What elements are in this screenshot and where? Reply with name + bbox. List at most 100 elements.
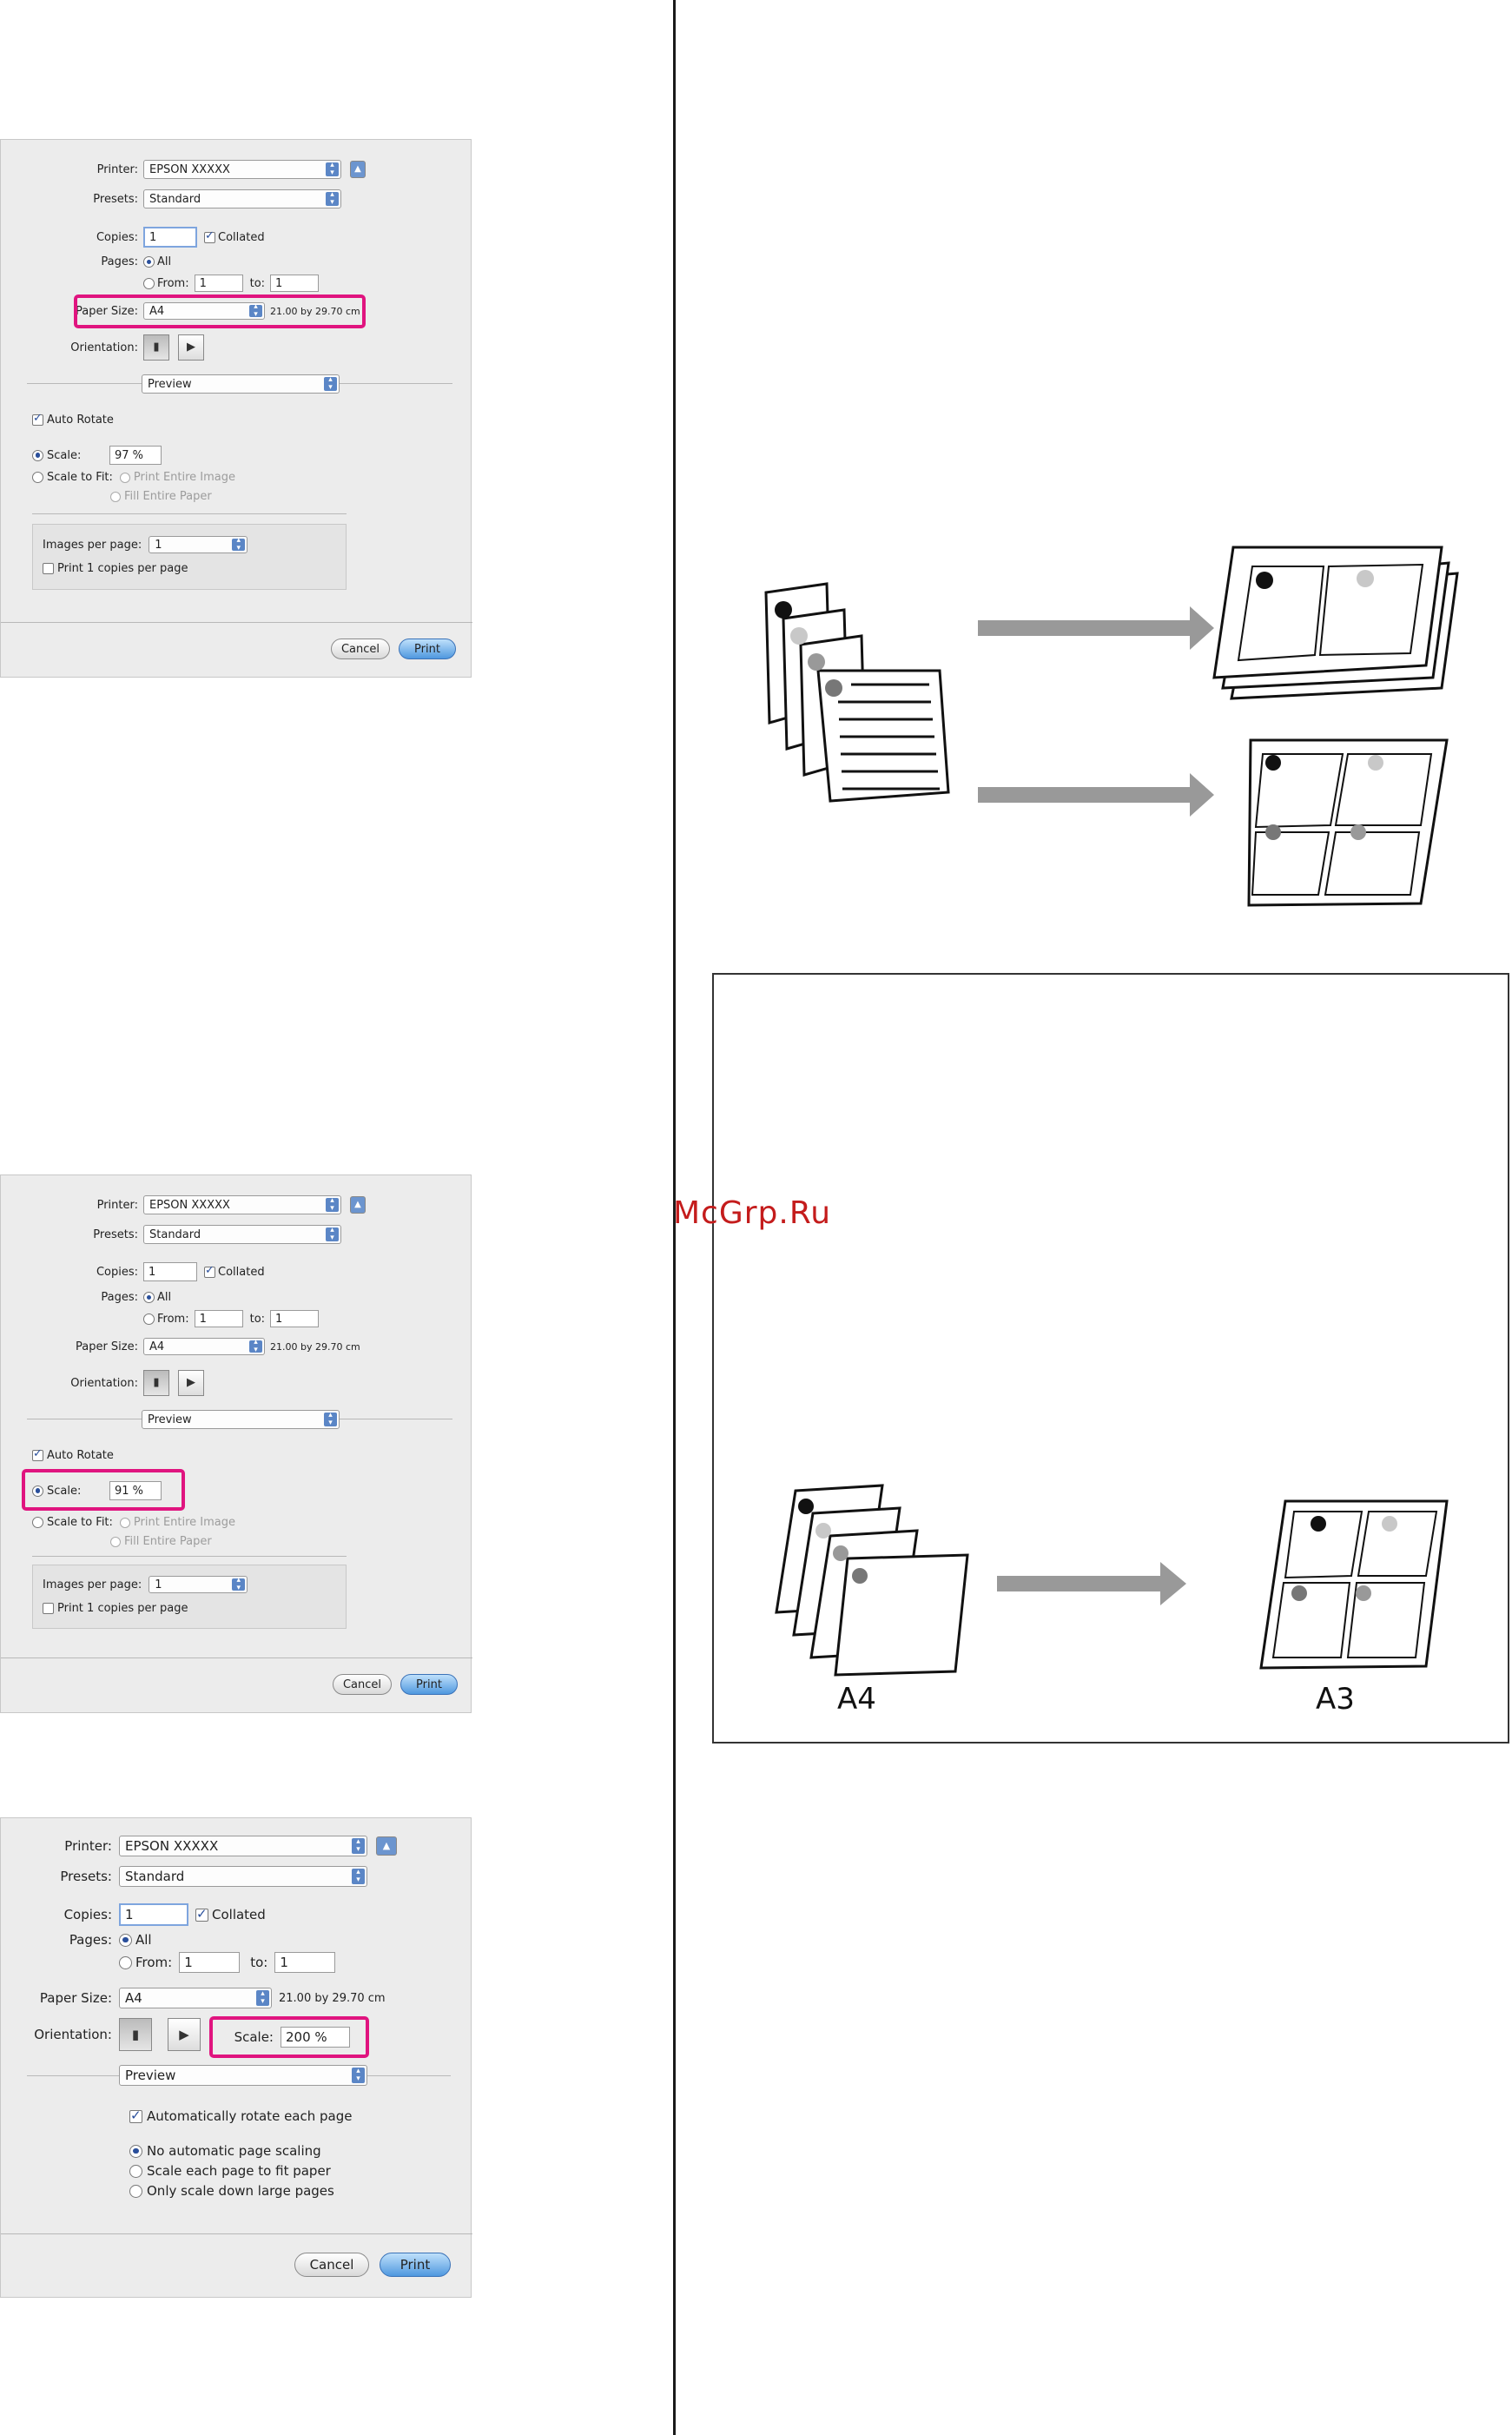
scale-to-fit-radio[interactable] [32, 472, 43, 483]
a4-label: A4 [837, 1682, 876, 1717]
copies-label: Copies: [96, 230, 138, 244]
scale-radio[interactable] [32, 449, 43, 461]
source-pages-stack [764, 582, 950, 803]
output-sheet-4up [1247, 738, 1449, 907]
print-button[interactable]: Print [399, 639, 456, 659]
scale-label: Scale: [47, 448, 82, 462]
pages-label: Pages: [69, 1932, 112, 1948]
images-per-page-select[interactable]: 1▴▾ [149, 536, 248, 553]
from-field[interactable]: 1 [194, 1310, 243, 1327]
fill-entire-paper-radio[interactable] [110, 491, 121, 502]
printer-label: Printer: [96, 1198, 138, 1212]
scale-field[interactable]: 91 % [109, 1481, 162, 1500]
landscape-icon: ▶ [187, 1376, 195, 1389]
fill-entire-paper-label: Fill Entire Paper [124, 1535, 212, 1548]
collated-checkbox[interactable] [195, 1906, 208, 1922]
presets-select[interactable]: Standard▴▾ [143, 189, 341, 208]
scale-each-radio[interactable] [129, 2164, 142, 2178]
select-arrows-icon: ▴▾ [256, 1990, 269, 2006]
pages-all-radio[interactable] [119, 1933, 132, 1947]
cancel-button[interactable]: Cancel [294, 2253, 369, 2277]
select-arrows-icon: ▴▾ [232, 537, 246, 553]
print-copies-per-page-checkbox[interactable] [43, 563, 54, 574]
print-copies-per-page-checkbox[interactable] [43, 1603, 54, 1614]
copies-field[interactable]: 1 [143, 227, 197, 248]
collated-checkbox[interactable] [204, 229, 215, 243]
to-label: to: [249, 276, 266, 290]
copies-field[interactable]: 1 [119, 1903, 188, 1926]
cancel-button[interactable]: Cancel [333, 1674, 392, 1695]
dot-black [1311, 1516, 1326, 1532]
expand-dialog-button[interactable]: ▲ [350, 161, 366, 178]
to-field[interactable]: 1 [270, 1310, 320, 1327]
a4-to-a3-diagram [775, 1484, 1449, 1677]
portrait-orientation-button[interactable]: ▮ [143, 1370, 169, 1396]
pages-from-radio[interactable] [143, 1313, 155, 1325]
panel-select[interactable]: Preview▴▾ [142, 374, 340, 394]
panel-select[interactable]: Preview▴▾ [142, 1410, 340, 1429]
dot-black [775, 601, 792, 619]
pages-from-label: From: [157, 1312, 189, 1326]
fill-entire-paper-radio[interactable] [110, 1536, 121, 1547]
scale-highlight [209, 2016, 369, 2058]
collated-checkbox[interactable] [204, 1264, 215, 1278]
print-button[interactable]: Print [400, 1674, 458, 1695]
collated-label: Collated [218, 1265, 265, 1279]
copies-field[interactable]: 1 [143, 1262, 197, 1281]
scale-to-fit-radio[interactable] [32, 1517, 43, 1528]
print-button[interactable]: Print [380, 2253, 451, 2277]
landscape-orientation-button[interactable]: ▶ [168, 2018, 201, 2051]
panel-select[interactable]: Preview▴▾ [119, 2065, 367, 2086]
presets-select[interactable]: Standard▴▾ [119, 1866, 367, 1887]
printer-select[interactable]: EPSON XXXXX▴▾ [119, 1836, 367, 1856]
auto-rotate-checkbox[interactable] [32, 412, 43, 426]
a4-pages-stack [775, 1484, 969, 1677]
arrow-bottom [978, 773, 1214, 817]
pages-all-radio[interactable] [143, 1292, 155, 1303]
pages-all-radio[interactable] [143, 256, 155, 268]
scale-radio[interactable] [32, 1485, 43, 1497]
to-field[interactable]: 1 [270, 275, 320, 292]
print-entire-image-radio[interactable] [119, 472, 130, 483]
portrait-orientation-button[interactable]: ▮ [143, 334, 169, 361]
landscape-orientation-button[interactable]: ▶ [178, 1370, 204, 1396]
expand-dialog-button[interactable]: ▲ [376, 1836, 397, 1856]
portrait-icon: ▮ [153, 1376, 160, 1389]
pages-all-label: All [157, 1291, 172, 1304]
layout-diagram [764, 546, 1459, 907]
presets-label: Presets: [93, 1227, 138, 1241]
to-field[interactable]: 1 [274, 1952, 336, 1973]
cancel-button[interactable]: Cancel [331, 639, 390, 659]
expand-dialog-button[interactable]: ▲ [350, 1196, 366, 1214]
print-entire-image-label: Print Entire Image [133, 471, 236, 484]
scale-down-radio[interactable] [129, 2184, 142, 2198]
scale-field[interactable]: 200 % [281, 2027, 350, 2048]
paper-size-select[interactable]: A4▴▾ [143, 1338, 265, 1355]
images-per-page-select[interactable]: 1▴▾ [149, 1576, 248, 1593]
portrait-orientation-button[interactable]: ▮ [119, 2018, 152, 2051]
fill-entire-paper-label: Fill Entire Paper [124, 490, 212, 503]
collated-label: Collated [218, 230, 265, 244]
paper-size-label: Paper Size: [75, 304, 138, 318]
paper-size-select[interactable]: A4▴▾ [119, 1988, 272, 2008]
auto-rotate-checkbox[interactable] [129, 2107, 142, 2123]
paper-size-select[interactable]: A4▴▾ [143, 302, 265, 320]
presets-select[interactable]: Standard▴▾ [143, 1225, 341, 1244]
from-field[interactable]: 1 [179, 1952, 241, 1973]
auto-rotate-checkbox[interactable] [32, 1447, 43, 1461]
scale-field[interactable]: 97 % [109, 446, 162, 465]
pages-from-radio[interactable] [143, 277, 155, 289]
landscape-orientation-button[interactable]: ▶ [178, 334, 204, 361]
select-arrows-icon: ▴▾ [326, 1197, 339, 1213]
no-scaling-radio[interactable] [129, 2144, 142, 2158]
dot-gray [1356, 1585, 1371, 1601]
printer-select[interactable]: EPSON XXXXX▴▾ [143, 1195, 341, 1214]
pages-from-radio[interactable] [119, 1955, 132, 1969]
dot-gray [808, 653, 825, 671]
paper-dimensions: 21.00 by 29.70 cm [279, 1991, 386, 2005]
print-entire-image-radio[interactable] [119, 1517, 130, 1528]
printer-select[interactable]: EPSON XXXXX▴▾ [143, 160, 341, 179]
select-arrows-icon: ▴▾ [326, 162, 339, 177]
dot-gray [1350, 824, 1366, 840]
from-field[interactable]: 1 [194, 275, 243, 292]
